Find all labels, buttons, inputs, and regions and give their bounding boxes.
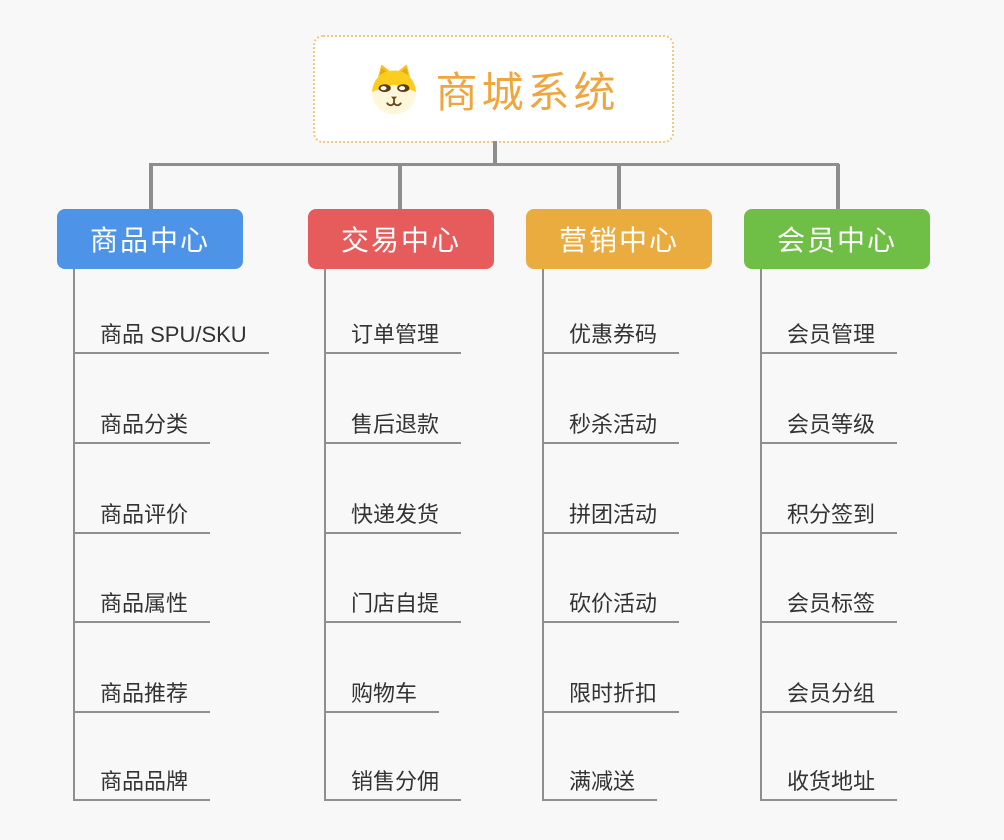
- branch-header-member-center[interactable]: 会员中心: [744, 209, 930, 269]
- tree-item[interactable]: 秒杀活动: [542, 410, 680, 444]
- tree-item[interactable]: 收货地址: [760, 767, 898, 801]
- tree-item[interactable]: 会员管理: [760, 320, 898, 354]
- branch-spine-line: [324, 269, 326, 800]
- branch-header-product-center[interactable]: 商品中心: [57, 209, 243, 269]
- connector-branch-drop-line: [836, 164, 840, 210]
- tree-item[interactable]: 购物车: [324, 679, 440, 713]
- connector-branch-drop-line: [617, 164, 621, 210]
- tree-item[interactable]: 限时折扣: [542, 679, 680, 713]
- connector-branch-drop-line: [149, 164, 153, 210]
- tree-item[interactable]: 会员标签: [760, 589, 898, 623]
- tree-item[interactable]: 拼团活动: [542, 500, 680, 534]
- branch-label: 营销中心: [558, 225, 679, 256]
- tree-item[interactable]: 售后退款: [324, 410, 462, 444]
- branch-spine-line: [542, 269, 544, 800]
- tree-item[interactable]: 优惠券码: [542, 320, 680, 354]
- tree-item[interactable]: 订单管理: [324, 320, 462, 354]
- tree-item[interactable]: 砍价活动: [542, 589, 680, 623]
- shiba-dog-face-icon: [372, 64, 417, 115]
- connector-root-drop-line: [493, 141, 497, 165]
- root-node-mall-system[interactable]: 商城系统: [313, 35, 674, 143]
- branch-member-center: 会员中心 会员管理 会员等级 积分签到 会员标签 会员分组 收货地址: [744, 209, 994, 829]
- branch-marketing-center: 营销中心 优惠券码 秒杀活动 拼团活动 砍价活动 限时折扣 满减送: [526, 209, 776, 829]
- branch-trade-center: 交易中心 订单管理 售后退款 快递发货 门店自提 购物车 销售分佣: [308, 209, 558, 829]
- tree-item[interactable]: 积分签到: [760, 500, 898, 534]
- connector-bus-line: [149, 163, 839, 166]
- tree-item[interactable]: 商品品牌: [73, 767, 211, 801]
- connector-branch-drop-line: [398, 164, 402, 210]
- branch-label: 会员中心: [776, 225, 897, 256]
- branch-label: 交易中心: [340, 225, 461, 256]
- tree-item[interactable]: 商品推荐: [73, 679, 211, 713]
- tree-item[interactable]: 商品评价: [73, 500, 211, 534]
- branch-product-center: 商品中心 商品 SPU/SKU 商品分类 商品评价 商品属性 商品推荐 商品品牌: [57, 209, 307, 829]
- tree-item[interactable]: 会员分组: [760, 679, 898, 713]
- branch-spine-line: [760, 269, 762, 800]
- branch-header-marketing-center[interactable]: 营销中心: [526, 209, 712, 269]
- tree-item[interactable]: 会员等级: [760, 410, 898, 444]
- tree-item[interactable]: 销售分佣: [324, 767, 462, 801]
- tree-item[interactable]: 满减送: [542, 767, 658, 801]
- tree-item[interactable]: 商品属性: [73, 589, 211, 623]
- branch-header-trade-center[interactable]: 交易中心: [308, 209, 494, 269]
- root-title: 商城系统: [435, 68, 620, 116]
- branch-spine-line: [73, 269, 75, 800]
- branch-label: 商品中心: [89, 225, 210, 256]
- tree-item[interactable]: 门店自提: [324, 589, 462, 623]
- tree-item[interactable]: 商品 SPU/SKU: [73, 320, 269, 354]
- tree-item[interactable]: 商品分类: [73, 410, 211, 444]
- tree-item[interactable]: 快递发货: [324, 500, 462, 534]
